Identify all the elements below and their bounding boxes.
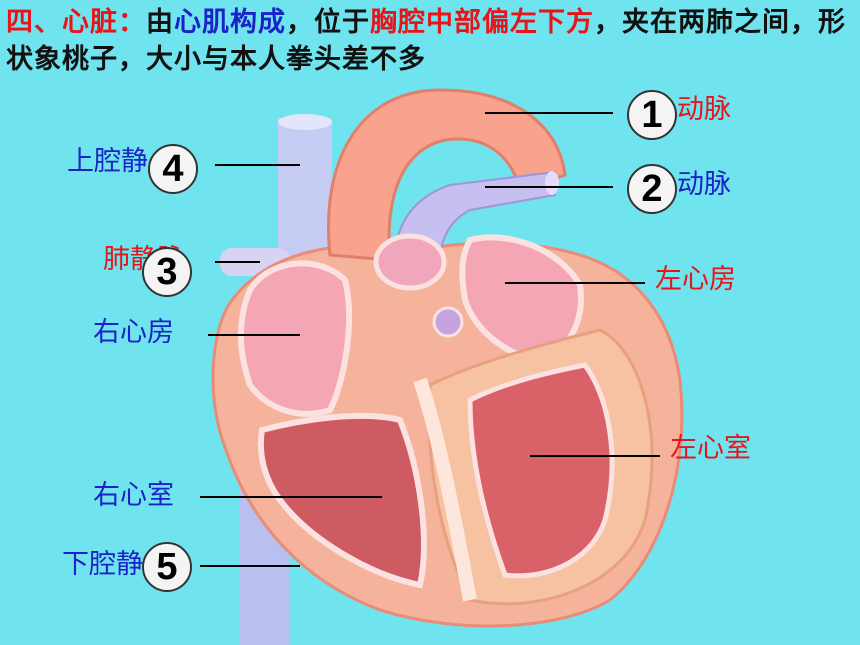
label-right-atrium: 右心房 <box>93 317 174 348</box>
pulmonary-artery-end <box>545 171 559 195</box>
leader-line-right-ventricle <box>200 496 382 498</box>
title-part6: ，夹在两肺之间，形状象桃子，大小与本人拳头差不多 <box>6 7 846 75</box>
badge-2: 2 <box>627 164 677 214</box>
superior-vena-cava-top <box>278 114 332 130</box>
aortic-valve <box>373 233 447 291</box>
label-aorta: 动脉 <box>677 94 731 125</box>
title-part5: 胸腔中部偏左下方 <box>370 7 594 38</box>
page-title: 四、心脏：由心肌构成，位于胸腔中部偏左下方，夹在两肺之间，形状象桃子，大小与本人… <box>6 4 856 78</box>
label-right-ventricle: 右心室 <box>93 480 174 511</box>
mitral-valve <box>432 306 464 338</box>
leader-line-2 <box>485 186 613 188</box>
leader-line-3 <box>215 261 260 263</box>
leader-line-5 <box>200 565 300 567</box>
left-ventricle <box>467 362 615 579</box>
label-left-ventricle: 左心室 <box>670 433 751 464</box>
title-part2: 由 <box>146 7 174 38</box>
leader-line-4 <box>215 164 300 166</box>
label-superior-vena-cava: 上腔静 <box>67 146 148 177</box>
badge-3: 3 <box>142 247 192 297</box>
title-part1: 四、心脏： <box>6 7 146 38</box>
label-pulmonary-artery: 动脉 <box>677 169 731 200</box>
aorta <box>327 88 567 262</box>
septum <box>413 377 477 602</box>
leader-line-right-atrium <box>208 334 300 336</box>
title-part4: ，位于 <box>286 7 370 38</box>
badge-1: 1 <box>627 90 677 140</box>
leader-line-1 <box>485 112 613 114</box>
leader-line-left-atrium <box>505 282 645 284</box>
leader-line-left-ventricle <box>530 455 660 457</box>
label-left-atrium: 左心房 <box>655 264 736 295</box>
badge-5: 5 <box>142 542 192 592</box>
label-inferior-vena-cava: 下腔静 <box>62 549 143 580</box>
right-atrium <box>238 260 352 417</box>
badge-4: 4 <box>148 144 198 194</box>
title-part3: 心肌构成 <box>174 7 286 38</box>
